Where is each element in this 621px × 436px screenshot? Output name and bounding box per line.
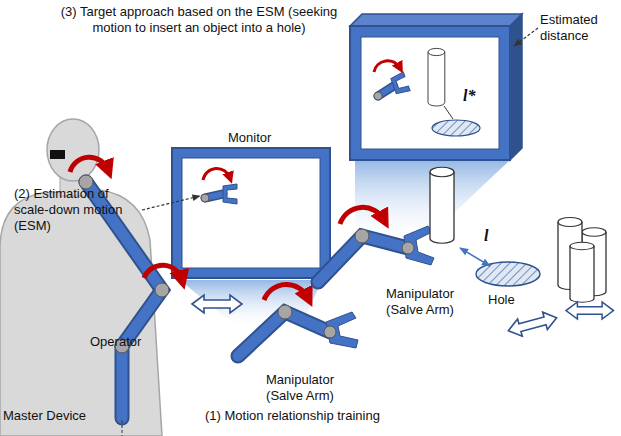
monitor-label: Monitor (228, 130, 292, 146)
step-caption: (1) Motion relationship training (205, 408, 435, 424)
distance-symbol: l* (463, 88, 487, 104)
part-label: Operator (90, 334, 162, 350)
part-label: Manipulator (Salve Arm) (248, 372, 352, 404)
step-caption: (3) Target approach based on the ESM (se… (56, 4, 342, 36)
part-label: Master Device (3, 408, 113, 424)
part-label: Hole (488, 292, 528, 308)
part-label: Manipulator (Salve Arm) (368, 286, 472, 318)
callout-label: Estimated distance (540, 12, 616, 44)
distance-symbol: l (484, 228, 498, 244)
step-caption: (2) Estimation of scale-down motion (ESM… (14, 186, 138, 234)
